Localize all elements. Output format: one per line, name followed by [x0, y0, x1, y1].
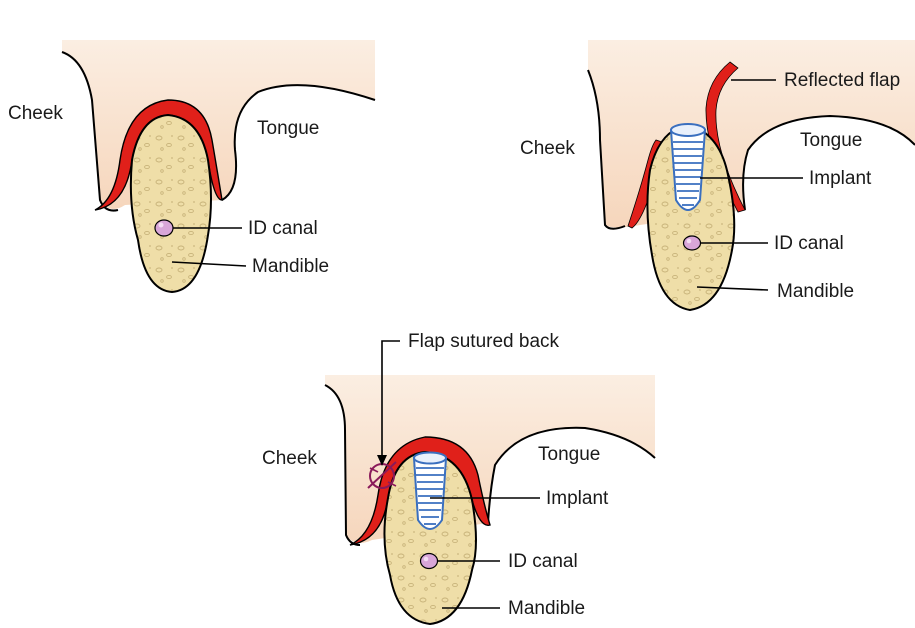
id-canal-top-right	[684, 236, 701, 250]
label-tongue-top-right: Tongue	[800, 130, 862, 151]
label-mandible-top-left: Mandible	[252, 256, 329, 277]
panel-top-left: Cheek Tongue ID canal Mandible	[8, 40, 375, 292]
label-tongue-top-left: Tongue	[257, 118, 319, 139]
label-cheek-top-left: Cheek	[8, 103, 63, 124]
label-implant-bottom: Implant	[546, 488, 609, 509]
label-id-canal-top-left: ID canal	[248, 218, 318, 239]
label-implant-top-right: Implant	[809, 168, 872, 189]
label-cheek-bottom: Cheek	[262, 448, 317, 469]
label-reflected-flap: Reflected flap	[784, 70, 900, 91]
label-tongue-bottom: Tongue	[538, 444, 600, 465]
label-mandible-top-right: Mandible	[777, 281, 854, 302]
panel-top-right: Cheek Tongue Reflected flap Implant ID c…	[520, 40, 915, 310]
label-cheek-top-right: Cheek	[520, 138, 575, 159]
id-canal-top-left	[155, 220, 173, 236]
mandible-top-left	[131, 115, 211, 292]
implant-top-right	[671, 124, 705, 210]
implant-bottom	[414, 453, 446, 530]
label-flap-sutured: Flap sutured back	[408, 331, 560, 352]
label-id-canal-top-right: ID canal	[774, 233, 844, 254]
id-canal-bottom	[421, 554, 438, 569]
label-id-canal-bottom: ID canal	[508, 551, 578, 572]
label-mandible-bottom: Mandible	[508, 598, 585, 619]
panel-bottom: Cheek Tongue Flap sutured back Implant I…	[262, 331, 655, 624]
